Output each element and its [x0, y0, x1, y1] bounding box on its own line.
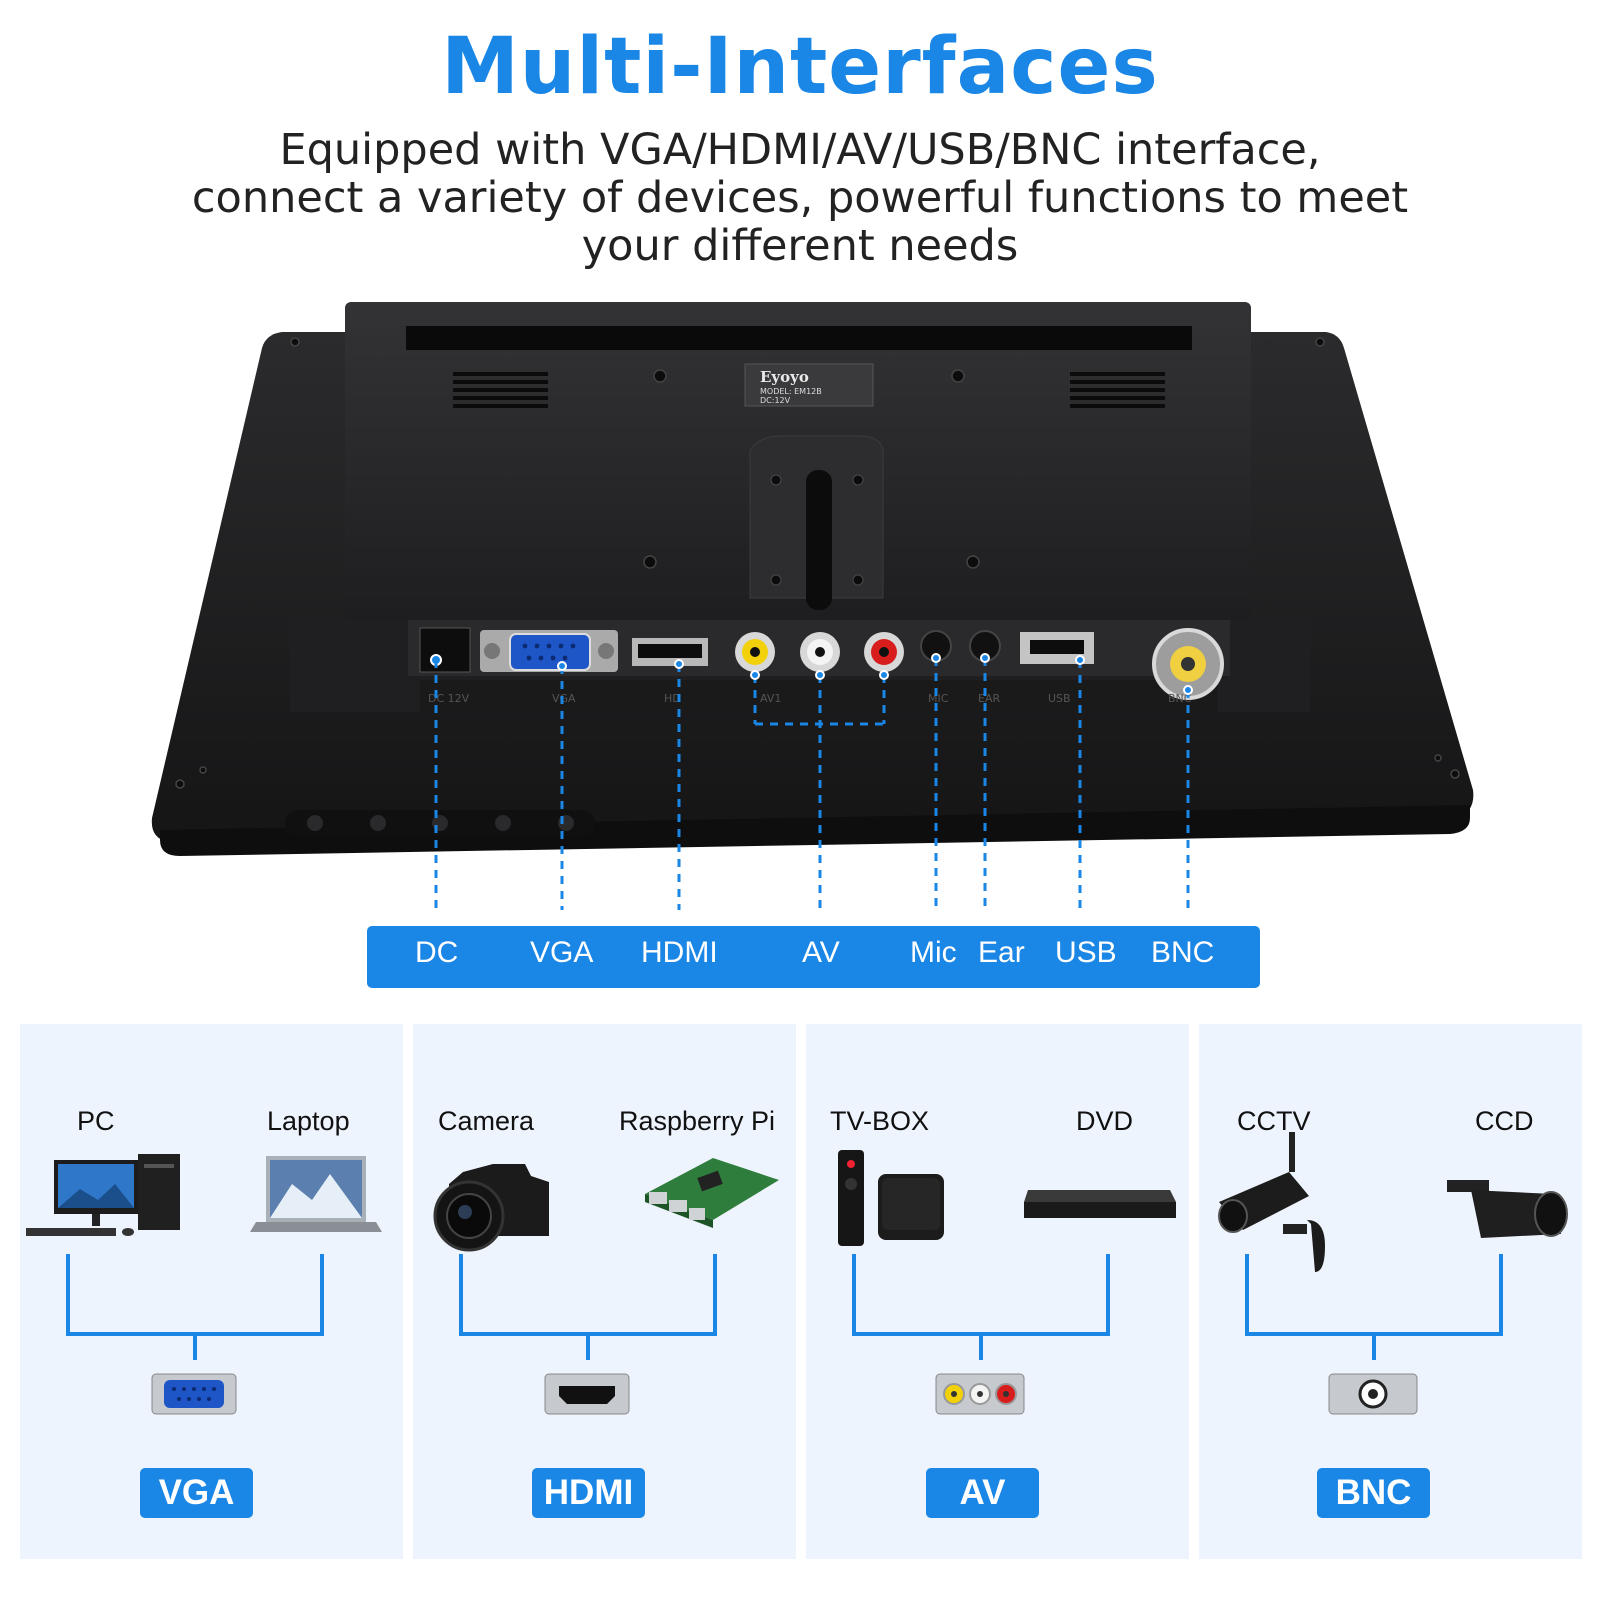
- brand-text: Eyoyo: [760, 368, 809, 386]
- subtitle-line-3: your different needs: [581, 221, 1019, 271]
- dslr-camera-icon: [433, 1164, 549, 1252]
- port-label-av: AV: [802, 936, 840, 969]
- subtitle-line-2: connect a variety of devices, powerful f…: [191, 173, 1409, 223]
- svg-text:MIC: MIC: [928, 692, 949, 705]
- connector-line: [459, 1254, 717, 1360]
- svg-text:AV1: AV1: [760, 692, 781, 705]
- svg-text:HD: HD: [664, 692, 681, 705]
- raspberry-pi-icon: [645, 1158, 779, 1228]
- svg-text:DC 12V: DC 12V: [428, 692, 470, 705]
- port-label-dc: DC: [415, 936, 459, 969]
- dc-jack: [419, 627, 471, 673]
- model-text: MODEL: EM12B: [760, 387, 822, 396]
- interface-badge-av: AV: [926, 1468, 1039, 1518]
- panel-hdmi: Camera Raspberry Pi HDMI: [413, 1024, 796, 1559]
- callout-lines: [434, 658, 1190, 910]
- device-label-camera: Camera: [438, 1106, 535, 1136]
- model-label-plate: [744, 363, 874, 407]
- cctv-camera-icon: [1218, 1132, 1325, 1272]
- svg-text:USB: USB: [1048, 692, 1071, 705]
- port-label-ear: Ear: [978, 936, 1025, 969]
- stand-slot: [806, 470, 832, 610]
- bnc-port-icon: [1328, 1373, 1418, 1415]
- connector-line: [852, 1254, 1110, 1360]
- desktop-pc-icon: [26, 1154, 180, 1236]
- port-label-mic: Mic: [910, 936, 957, 969]
- av-port-icon: [935, 1373, 1025, 1415]
- monitor-rear-illustration: Eyoyo MODEL: EM12B DC:12V DC 12V VGA HD: [151, 302, 1474, 910]
- tv-box-icon: [838, 1150, 944, 1246]
- panel-bnc: CCTV CCD BNC: [1199, 1024, 1582, 1559]
- page-subtitle: Equipped with VGA/HDMI/AV/USB/BNC interf…: [0, 126, 1600, 270]
- top-vent: [406, 326, 1192, 350]
- device-label-laptop: Laptop: [267, 1106, 350, 1136]
- port-label-vga: VGA: [530, 936, 594, 969]
- device-label-tv-box: TV-BOX: [830, 1106, 930, 1136]
- ccd-camera-icon: [1447, 1180, 1568, 1238]
- panel-av: TV-BOX DVD AV: [806, 1024, 1189, 1559]
- port-label-hdmi: HDMI: [641, 936, 718, 969]
- vga-port-icon: [151, 1373, 237, 1415]
- power-text: DC:12V: [760, 396, 791, 405]
- port-label-bar: DC VGA HDMI AV Mic Ear USB BNC: [367, 926, 1260, 988]
- interface-badge-vga: VGA: [140, 1468, 253, 1518]
- port-label-usb: USB: [1055, 936, 1117, 969]
- monitor-edge: [160, 805, 1470, 856]
- rca-ports: [735, 632, 904, 672]
- connector-line: [66, 1254, 324, 1360]
- device-label-dvd: DVD: [1076, 1106, 1134, 1136]
- laptop-icon: [250, 1156, 382, 1232]
- panel-vga: PC Laptop VGA: [20, 1024, 403, 1559]
- svg-text:VGA: VGA: [552, 692, 576, 705]
- connector-line: [1245, 1254, 1503, 1360]
- port-label-bnc: BNC: [1151, 936, 1215, 969]
- device-label-cctv: CCTV: [1237, 1106, 1311, 1136]
- hdmi-port-icon: [544, 1373, 630, 1415]
- device-label-ccd: CCD: [1475, 1106, 1534, 1136]
- dvd-player-icon: [1024, 1190, 1176, 1218]
- interface-badge-bnc: BNC: [1317, 1468, 1430, 1518]
- device-label-raspberry-pi: Raspberry Pi: [619, 1106, 776, 1136]
- svg-text:EAR: EAR: [978, 692, 1000, 705]
- subtitle-line-1: Equipped with VGA/HDMI/AV/USB/BNC interf…: [279, 125, 1321, 175]
- svg-text:BNC: BNC: [1168, 692, 1192, 705]
- device-label-pc: PC: [77, 1106, 115, 1136]
- page-title: Multi-Interfaces: [441, 22, 1159, 112]
- interface-badge-hdmi: HDMI: [532, 1468, 645, 1518]
